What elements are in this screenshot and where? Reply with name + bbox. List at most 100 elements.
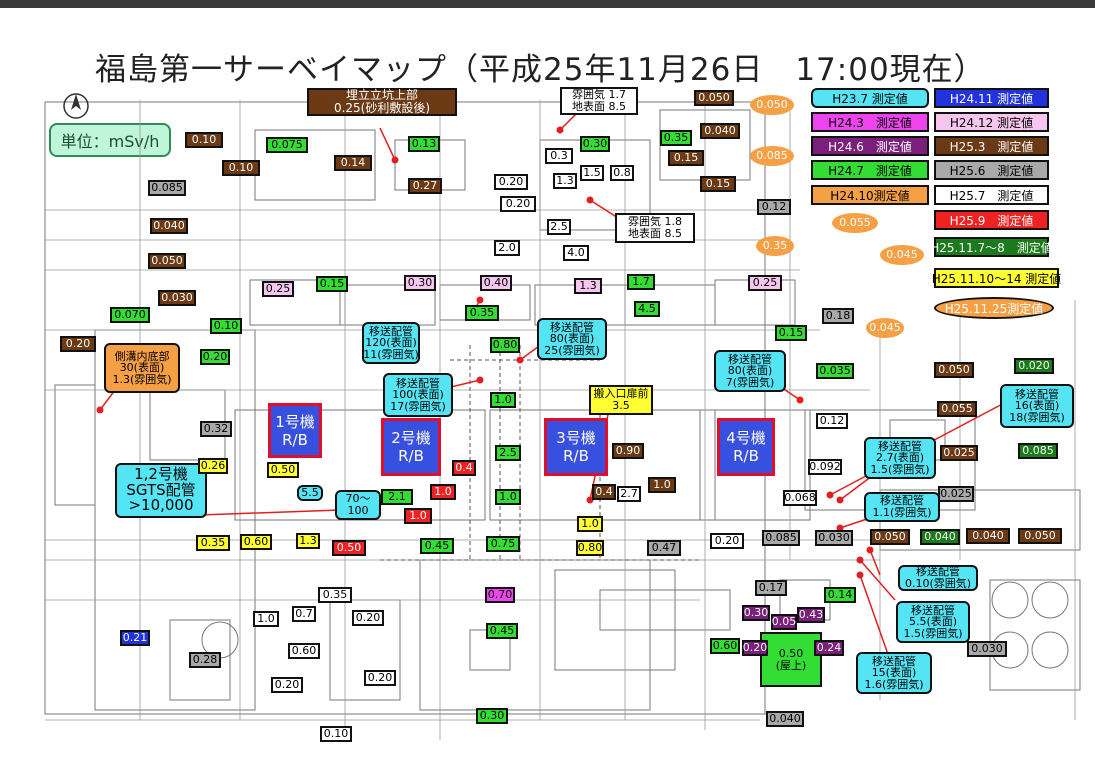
dose-reading: 1.3 <box>574 278 602 294</box>
dose-reading: 0.20 <box>742 640 768 656</box>
annotation-callout: 移送配管 15(表面) 1.6(雰囲気) <box>856 652 932 694</box>
dose-reading: 0.15 <box>668 150 704 166</box>
dose-reading: 0.085 <box>1018 443 1058 459</box>
legend-item: H25.11.10～14 測定値 <box>932 268 1061 288</box>
dose-reading: 0.30 <box>476 708 508 724</box>
legend-item: H24.10測定値 <box>811 185 929 205</box>
dose-reading: 0.14 <box>334 155 372 171</box>
measurement-point-dot <box>96 406 104 414</box>
map-building-outline <box>234 409 486 521</box>
dose-reading: 0.20 <box>494 174 528 190</box>
legend-item: H24.7 測定値 <box>811 160 929 180</box>
map-building-outline <box>554 569 676 671</box>
measurement-point-dot <box>856 571 864 579</box>
map-tank-outline <box>1031 631 1069 669</box>
pointer-line <box>589 199 619 219</box>
map-building-outline <box>54 384 96 506</box>
dose-reading: 0.17 <box>755 580 787 596</box>
dose-reading: 0.10 <box>210 318 242 334</box>
dose-reading: 4.5 <box>634 301 660 317</box>
dose-reading: 0.20 <box>200 349 230 365</box>
dose-reading: 0.27 <box>408 178 442 194</box>
measurement-point-dot <box>586 496 594 504</box>
dose-reading: 0.030 <box>158 290 196 306</box>
top-bar <box>0 0 1095 8</box>
dose-reading: 0.05 <box>771 614 797 630</box>
annotation-callout: 側溝内底部 30(表面) 1.3(雰囲気) <box>104 343 180 393</box>
legend-item: H25.11.7～8 測定値 <box>930 237 1053 257</box>
dose-reading: 0.050 <box>934 362 974 378</box>
dose-reading: 0.60 <box>710 638 740 654</box>
map-building-outline <box>599 589 731 631</box>
dose-reading: 1.7 <box>627 274 655 290</box>
dose-reading: 0.90 <box>612 443 644 459</box>
dose-reading: 0.040 <box>766 711 804 727</box>
dose-reading: 0.30 <box>404 275 436 291</box>
dose-reading: 1.0 <box>430 484 456 500</box>
dose-reading: 0.040 <box>920 529 960 545</box>
dose-reading: 0.10 <box>222 160 260 176</box>
dose-reading: 1.0 <box>495 489 521 505</box>
dose-reading: 0.60 <box>288 643 320 659</box>
dose-reading: 0.28 <box>189 652 221 668</box>
measurement-point-dot <box>586 196 594 204</box>
dose-reading: 0.15 <box>700 176 736 192</box>
reactor-building-4: 4号機 R/B <box>717 418 775 476</box>
measurement-point-dot <box>476 296 484 304</box>
annotation-callout: 移送配管 120(表面) 11(雰囲気) <box>362 322 420 364</box>
pointer-line <box>379 127 396 161</box>
dose-reading: 0.7 <box>292 606 316 622</box>
dose-reading: 0.20 <box>271 677 303 693</box>
dose-reading: 0.045 <box>866 318 904 338</box>
dose-reading: 0.075 <box>266 137 308 153</box>
measurement-point-dot <box>836 496 844 504</box>
dose-reading: 0.24 <box>814 640 844 656</box>
dose-reading: 0.20 <box>500 196 536 212</box>
dose-reading: 0.32 <box>200 421 232 437</box>
dose-reading: 0.040 <box>150 218 188 234</box>
map-tank-outline <box>991 581 1029 619</box>
annotation-callout: 移送配管 16(表面) 18(雰囲気) <box>1000 384 1074 428</box>
annotation-callout: 0.50 (屋上) <box>760 632 822 687</box>
measurement-point-dot <box>556 126 564 134</box>
annotation-callout: 移送配管 5.5(表面) 1.5(雰囲気) <box>896 601 970 643</box>
dose-reading: 0.15 <box>775 325 807 341</box>
dose-reading: 0.070 <box>110 307 150 323</box>
measurement-point-dot <box>856 556 864 564</box>
dose-reading: 0.8 <box>610 165 634 181</box>
reactor-building-2: 2号機 R/B <box>381 418 441 476</box>
legend-item: H24.11 測定値 <box>934 88 1049 108</box>
map-title: 福島第一サーベイマップ（平成25年11月26日 17:00現在） <box>95 52 986 88</box>
map-building-outline <box>419 559 651 711</box>
annotation-callout: 雰囲気 1.8 地表面 8.5 <box>615 213 695 243</box>
dose-reading: 0.055 <box>832 213 878 233</box>
annotation-callout: 1,2号機 SGTS配管 >10,000 <box>115 463 207 518</box>
pointer-line <box>99 389 116 411</box>
dose-reading: 0.035 <box>816 363 854 379</box>
dose-reading: 0.040 <box>966 528 1010 544</box>
pointer-line <box>859 559 896 601</box>
dose-reading: 0.35 <box>318 587 352 603</box>
annotation-callout: 雰囲気 1.7 地表面 8.5 <box>560 87 638 115</box>
dose-reading: 0.045 <box>880 245 924 265</box>
dose-reading: 2.5 <box>547 219 571 235</box>
dose-reading: 1.0 <box>253 611 279 627</box>
dose-reading: 0.35 <box>196 535 230 551</box>
legend-item: H25.6 測定値 <box>934 160 1049 180</box>
measurement-point-dot <box>866 546 874 554</box>
measurement-point-dot <box>516 356 524 364</box>
reactor-building-3: 3号機 R/B <box>544 418 608 476</box>
dose-reading: 0.050 <box>694 90 734 106</box>
dose-reading: 0.43 <box>797 607 825 623</box>
dose-reading: 0.20 <box>710 533 744 549</box>
annotation-callout: 移送配管 2.7(表面) 1.5(雰囲気) <box>864 437 936 479</box>
dose-reading: 0.050 <box>148 253 186 269</box>
map-tank-outline <box>1031 581 1069 619</box>
legend-item: H25.11.25測定値 <box>934 297 1054 319</box>
north-arrow-icon <box>63 93 89 119</box>
dose-reading: 0.30 <box>742 605 770 621</box>
dose-reading: 0.040 <box>700 123 740 139</box>
dose-reading: 0.50 <box>332 540 366 556</box>
legend-item: H23.7 測定値 <box>811 88 929 108</box>
dose-reading: 0.80 <box>490 337 520 353</box>
